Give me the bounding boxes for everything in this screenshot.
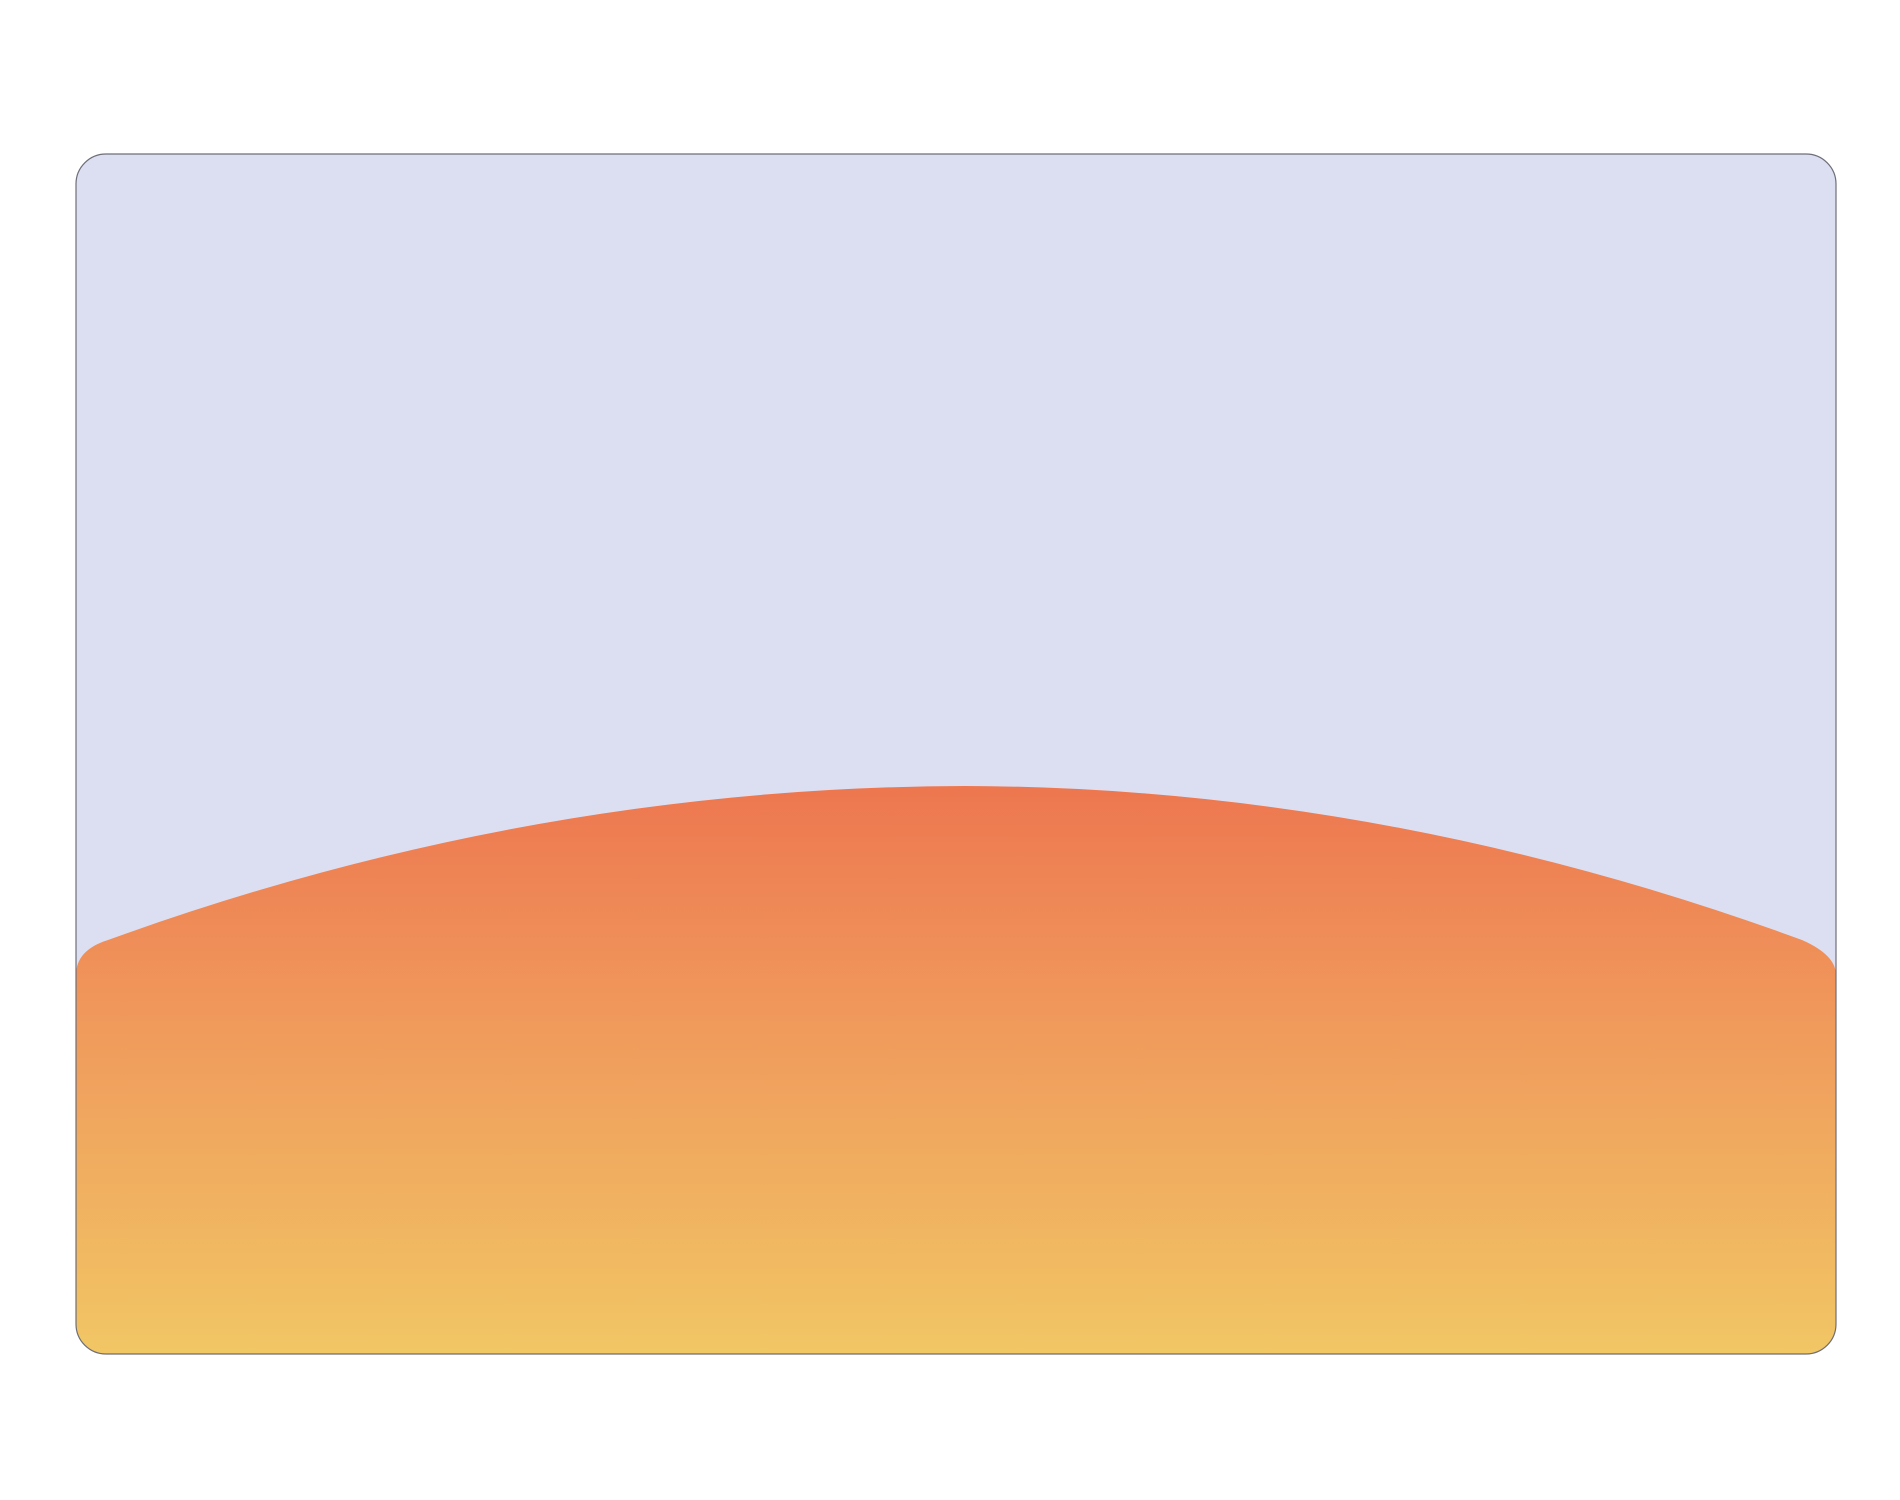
orange-wave-shape xyxy=(76,786,1836,1354)
panel-border xyxy=(75,153,1837,1355)
